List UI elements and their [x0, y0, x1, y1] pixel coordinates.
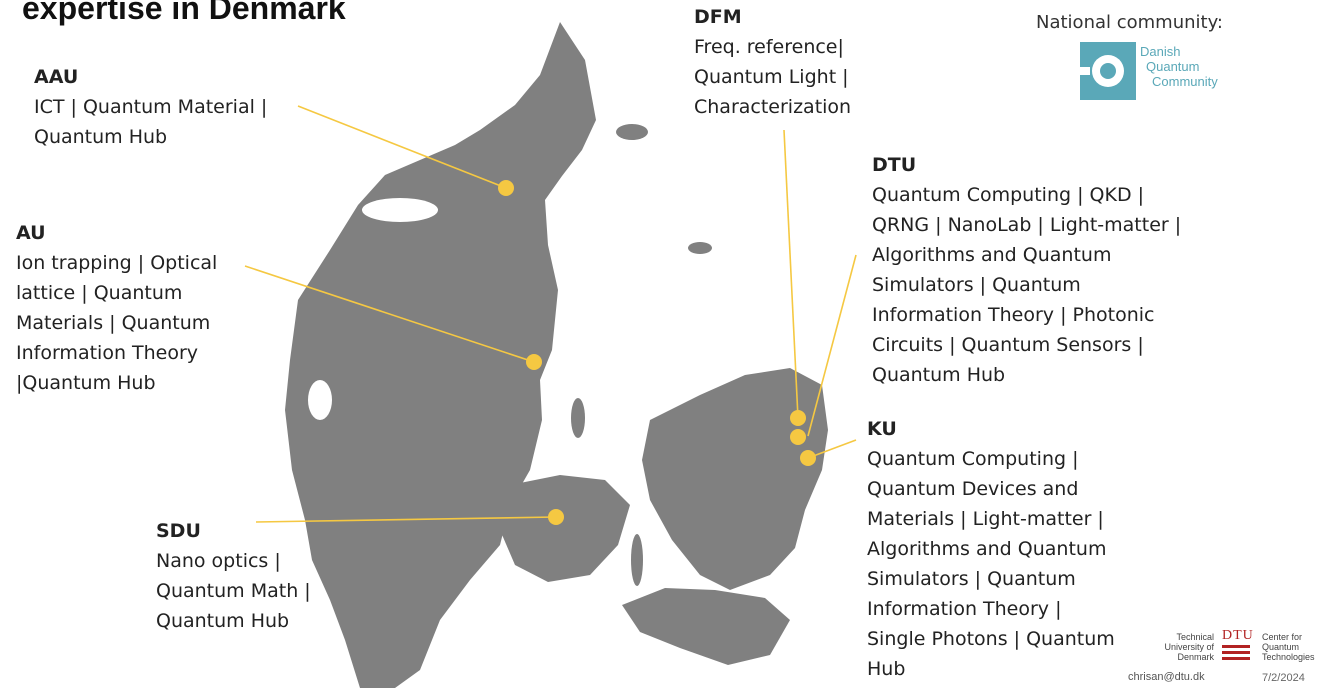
site-line: Algorithms and Quantum — [867, 538, 1107, 560]
site-name: SDU — [156, 520, 201, 542]
dqc-logo-text: Danish Quantum Community — [1140, 44, 1218, 89]
funen-shape — [500, 475, 630, 582]
site-line: Single Photons | Quantum — [867, 628, 1115, 650]
footer-date: 7/2/2024 — [1262, 672, 1305, 684]
danish-quantum-community-logo[interactable]: Danish Quantum Community — [1080, 42, 1230, 102]
site-line: Quantum Computing | QKD | — [872, 184, 1145, 206]
site-line: Simulators | Quantum — [872, 274, 1081, 296]
page-title: expertise in Denmark — [22, 0, 346, 26]
site-line: Ion trapping | Optical — [16, 252, 218, 274]
center-quantum-technologies: Center for Quantum Technologies — [1262, 632, 1315, 662]
site-line: Information Theory — [16, 342, 199, 364]
site-line: Simulators | Quantum — [867, 568, 1076, 590]
marker-sdu — [548, 509, 564, 525]
site-line: Circuits | Quantum Sensors | — [872, 334, 1144, 356]
site-line: Quantum Hub — [872, 364, 1006, 386]
jutland-shape — [285, 22, 596, 688]
marker-dfm — [790, 410, 806, 426]
connector-dfm — [783, 129, 799, 419]
logo-line: Quantum — [1146, 59, 1200, 74]
site-markers — [498, 180, 816, 525]
connector-dtu — [807, 254, 857, 437]
dtu-university-name: Technical University of Denmark — [1158, 632, 1214, 662]
site-line: Nano optics | — [156, 550, 281, 572]
lake-cutout — [308, 380, 332, 420]
site-label-dfm: DFM Freq. reference| Quantum Light | Cha… — [694, 2, 851, 122]
island-lange — [631, 534, 643, 586]
site-label-au: AU Ion trapping | Optical lattice | Quan… — [16, 218, 217, 398]
island-laeso — [616, 124, 648, 140]
footer-line: Technical — [1176, 632, 1214, 642]
footer-line: Center for — [1262, 632, 1303, 642]
connector-lines — [244, 105, 857, 523]
site-line: Quantum Devices and — [867, 478, 1079, 500]
footer-line: Quantum — [1262, 642, 1300, 652]
footer-line: University of — [1164, 642, 1214, 652]
site-label-sdu: SDU Nano optics | Quantum Math | Quantum… — [156, 516, 311, 636]
site-line: Quantum Computing | — [867, 448, 1079, 470]
connector-sdu — [255, 516, 557, 523]
dtu-mark: DTU — [1222, 628, 1254, 643]
site-name: KU — [867, 418, 897, 440]
site-label-aau: AAU ICT | Quantum Material | Quantum Hub — [34, 62, 267, 152]
marker-aau — [498, 180, 514, 196]
site-line: Quantum Hub — [34, 126, 168, 148]
connector-aau — [297, 105, 507, 189]
island-anholt — [688, 242, 712, 254]
footer-line: Technologies — [1262, 652, 1315, 662]
connector-ku — [807, 439, 857, 459]
site-line: Information Theory | — [867, 598, 1062, 620]
marker-au — [526, 354, 542, 370]
logo-line: Danish — [1140, 44, 1181, 59]
site-line: lattice | Quantum — [16, 282, 183, 304]
lolland-shape — [622, 588, 790, 665]
site-line: Characterization — [694, 96, 852, 118]
site-name: AAU — [34, 66, 79, 88]
footer-email: chrisan@dtu.dk — [1128, 671, 1205, 683]
site-label-dtu: DTU Quantum Computing | QKD | QRNG | Nan… — [872, 150, 1181, 390]
site-line: Hub — [867, 658, 906, 680]
site-line: Freq. reference| — [694, 36, 844, 58]
footer-line: Denmark — [1177, 652, 1214, 662]
site-line: |Quantum Hub — [16, 372, 156, 394]
site-label-ku: KU Quantum Computing | Quantum Devices a… — [867, 414, 1115, 684]
site-line: Information Theory | Photonic — [872, 304, 1155, 326]
site-name: DFM — [694, 6, 742, 28]
site-line: Materials | Light-matter | — [867, 508, 1104, 530]
site-line: Algorithms and Quantum — [872, 244, 1112, 266]
marker-dtu — [790, 429, 806, 445]
community-label: National community: — [1036, 12, 1223, 33]
site-line: Quantum Light | — [694, 66, 849, 88]
island-samso — [571, 398, 585, 438]
map-landmass — [285, 22, 828, 688]
site-line: Quantum Math | — [156, 580, 311, 602]
dtu-logo: DTU — [1222, 628, 1254, 664]
site-line: Materials | Quantum — [16, 312, 211, 334]
limfjord-cutout — [362, 198, 438, 222]
site-line: QRNG | NanoLab | Light-matter | — [872, 214, 1182, 236]
dqc-logo-icon — [1080, 42, 1136, 100]
logo-line: Community — [1152, 74, 1218, 89]
site-line: ICT | Quantum Material | — [34, 96, 268, 118]
site-name: AU — [16, 222, 46, 244]
site-line: Quantum Hub — [156, 610, 290, 632]
site-name: DTU — [872, 154, 917, 176]
marker-ku — [800, 450, 816, 466]
zealand-shape — [642, 368, 828, 590]
dtu-stripes-icon — [1222, 645, 1250, 660]
fjord-cutouts — [308, 198, 438, 420]
connector-au — [244, 265, 535, 363]
